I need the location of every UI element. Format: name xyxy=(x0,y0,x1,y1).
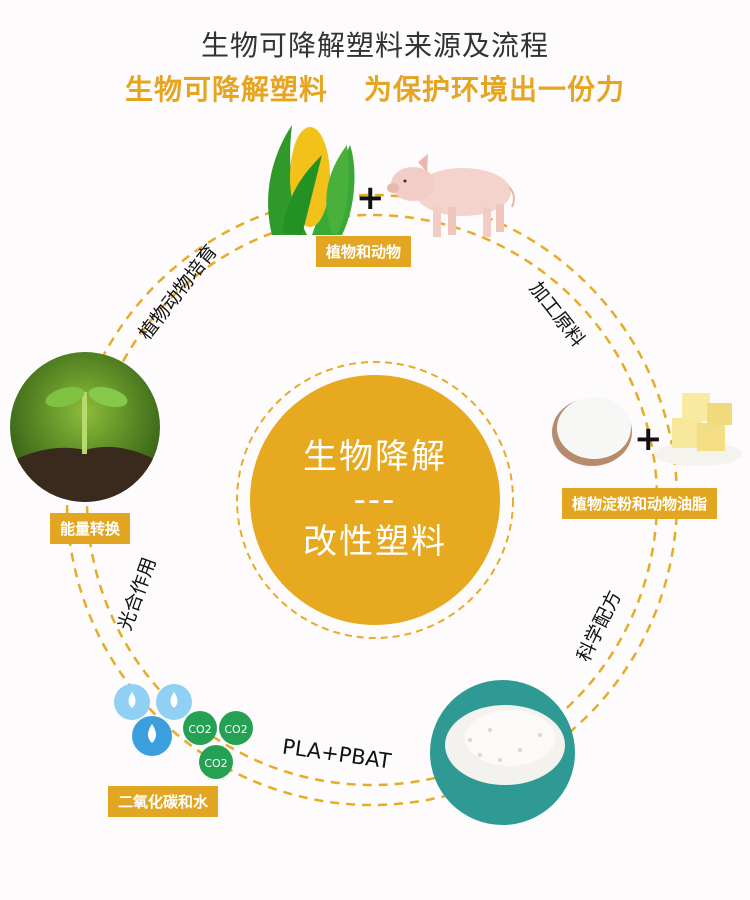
corn-icon xyxy=(268,125,355,235)
subtitle-left: 生物可降解塑料 xyxy=(124,73,328,106)
starch-powder-icon xyxy=(552,397,632,466)
plastic-pellets-image xyxy=(430,680,575,825)
tag-plants-animals: 植物和动物 xyxy=(316,236,412,267)
water-co2-icon: CO2 CO2 CO2 xyxy=(114,684,253,779)
center-disc: 生物降解 --- 改性塑料 xyxy=(250,375,500,625)
pig-icon xyxy=(387,154,515,237)
tag-starch-fat: 植物淀粉和动物油脂 xyxy=(562,488,718,519)
svg-text:CO2: CO2 xyxy=(224,723,247,736)
seedling-image xyxy=(10,352,160,502)
center-separator: --- xyxy=(353,479,397,520)
subtitle-right: 为保护环境出一份力 xyxy=(364,73,626,106)
plus-icon: + xyxy=(356,178,385,218)
tag-co2-water: 二氧化碳和水 xyxy=(108,786,219,817)
page-subtitle: 生物可降解塑料 为保护环境出一份力 xyxy=(0,68,750,108)
center-line1: 生物降解 xyxy=(303,437,447,478)
page-title: 生物可降解塑料来源及流程 xyxy=(200,29,549,62)
svg-text:CO2: CO2 xyxy=(204,757,227,770)
butter-icon xyxy=(654,393,742,466)
co2-label: CO2 xyxy=(188,723,211,736)
center-line2: 改性塑料 xyxy=(303,522,447,563)
tag-energy: 能量转换 xyxy=(50,513,131,544)
